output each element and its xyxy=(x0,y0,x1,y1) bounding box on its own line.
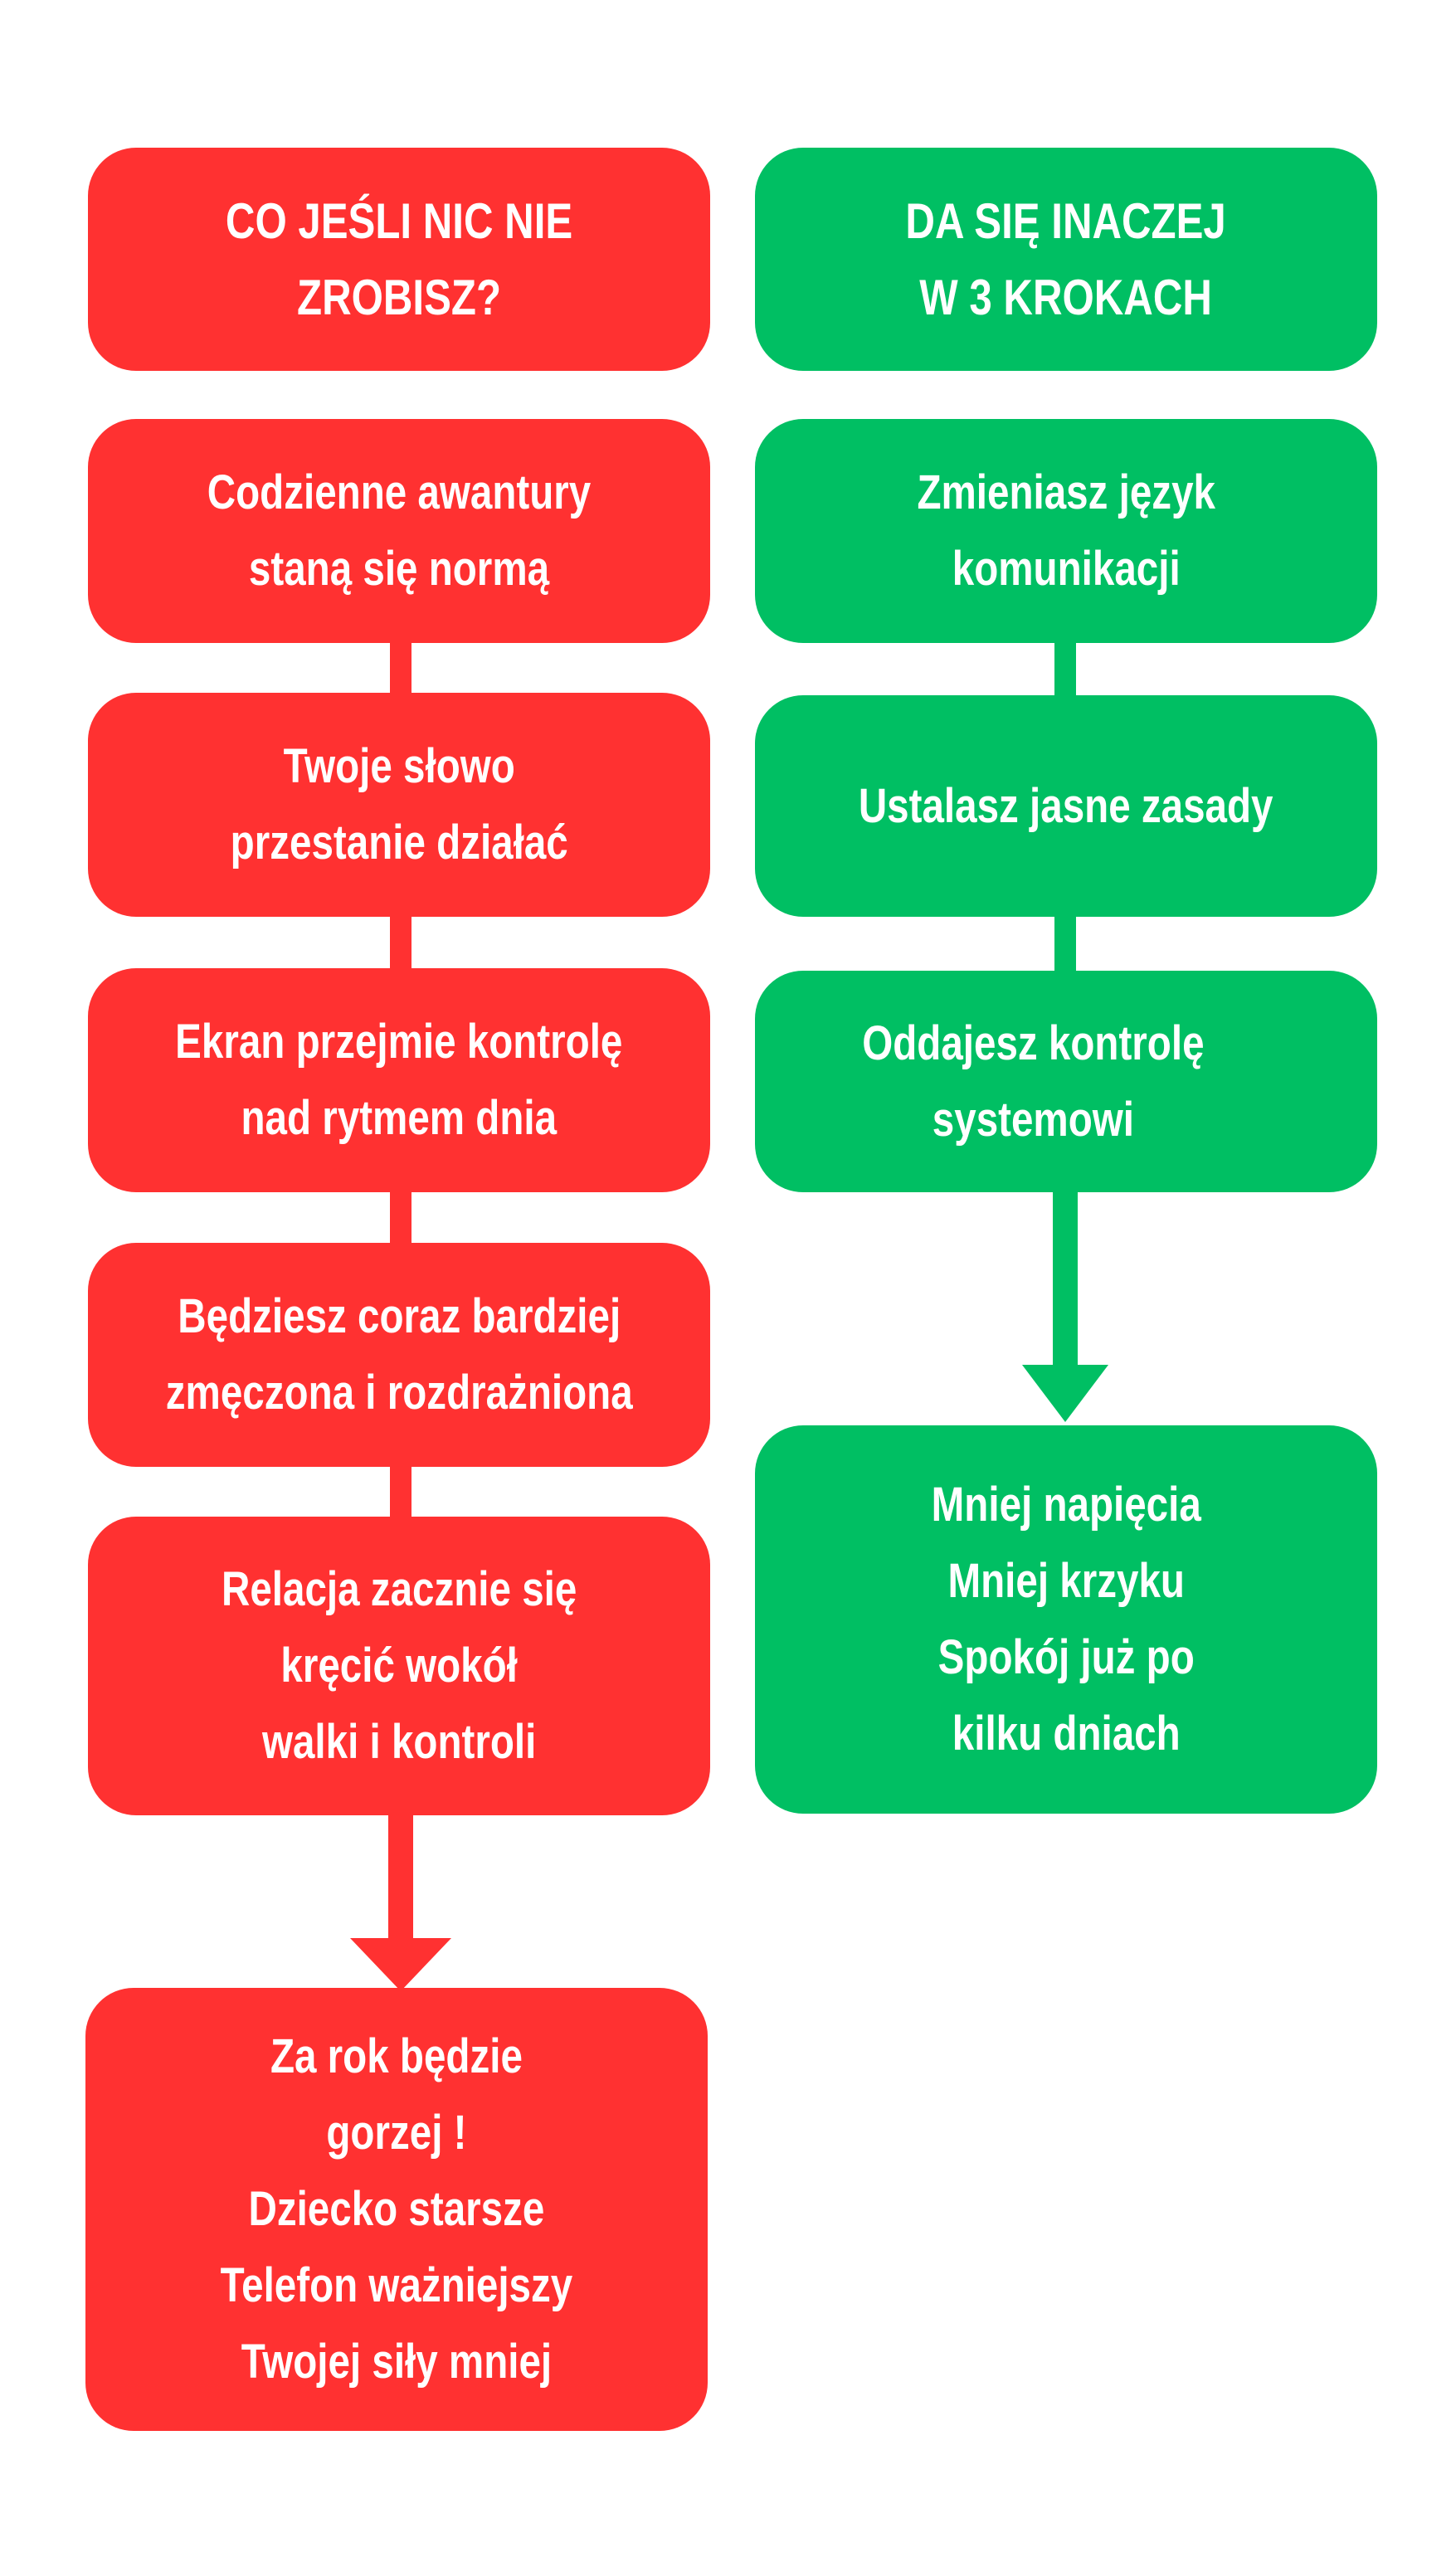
left-connector-4 xyxy=(390,1467,411,1525)
right-result-text: Mniej napięcia Mniej krzyku Spokój już p… xyxy=(931,1478,1201,1761)
left-step-2-text: Twoje słowo przestanie działać xyxy=(230,739,568,869)
left-connector-2 xyxy=(390,917,411,975)
right-header-box: DA SIĘ INACZEJ W 3 KROKACH xyxy=(755,148,1377,371)
left-step-3-text: Ekran przejmie kontrolę nad rytmem dnia xyxy=(175,1015,623,1145)
right-result-box: Mniej napięcia Mniej krzyku Spokój już p… xyxy=(755,1425,1377,1814)
right-step-3: Oddajesz kontrolę systemowi xyxy=(755,971,1377,1192)
right-arrow-shaft xyxy=(1053,1192,1078,1373)
right-step-1: Zmieniasz język komunikacji xyxy=(755,419,1377,643)
right-step-2-text: Ustalasz jasne zasady xyxy=(859,778,1273,833)
left-step-5-text: Relacja zacznie się kręcić wokół walki i… xyxy=(221,1562,577,1769)
left-header-box: CO JEŚLI NIC NIE ZROBISZ? xyxy=(88,148,710,371)
left-step-4: Będziesz coraz bardziej zmęczona i rozdr… xyxy=(88,1243,710,1467)
left-step-2: Twoje słowo przestanie działać xyxy=(88,693,710,917)
left-connector-1 xyxy=(390,643,411,701)
left-step-1: Codzienne awantury staną się normą xyxy=(88,419,710,643)
left-arrow-shaft xyxy=(388,1815,413,1948)
right-header-text: DA SIĘ INACZEJ W 3 KROKACH xyxy=(905,192,1227,325)
right-connector-1 xyxy=(1054,643,1076,701)
right-step-2: Ustalasz jasne zasady xyxy=(755,695,1377,917)
left-step-1-text: Codzienne awantury staną się normą xyxy=(207,465,592,596)
left-arrow-head-icon xyxy=(350,1938,451,1991)
left-step-5: Relacja zacznie się kręcić wokół walki i… xyxy=(88,1517,710,1815)
right-step-3-text: Oddajesz kontrolę systemowi xyxy=(861,1016,1205,1147)
right-step-1-text: Zmieniasz język komunikacji xyxy=(917,465,1215,596)
left-connector-3 xyxy=(390,1192,411,1250)
left-result-text: Za rok będzie gorzej ! Dziecko starsze T… xyxy=(220,2029,573,2389)
right-arrow-head-icon xyxy=(1022,1365,1108,1422)
left-header-text: CO JEŚLI NIC NIE ZROBISZ? xyxy=(225,192,573,325)
left-result-box: Za rok będzie gorzej ! Dziecko starsze T… xyxy=(85,1988,708,2431)
left-step-4-text: Będziesz coraz bardziej zmęczona i rozdr… xyxy=(165,1289,633,1420)
right-connector-2 xyxy=(1054,917,1076,975)
left-step-3: Ekran przejmie kontrolę nad rytmem dnia xyxy=(88,968,710,1192)
